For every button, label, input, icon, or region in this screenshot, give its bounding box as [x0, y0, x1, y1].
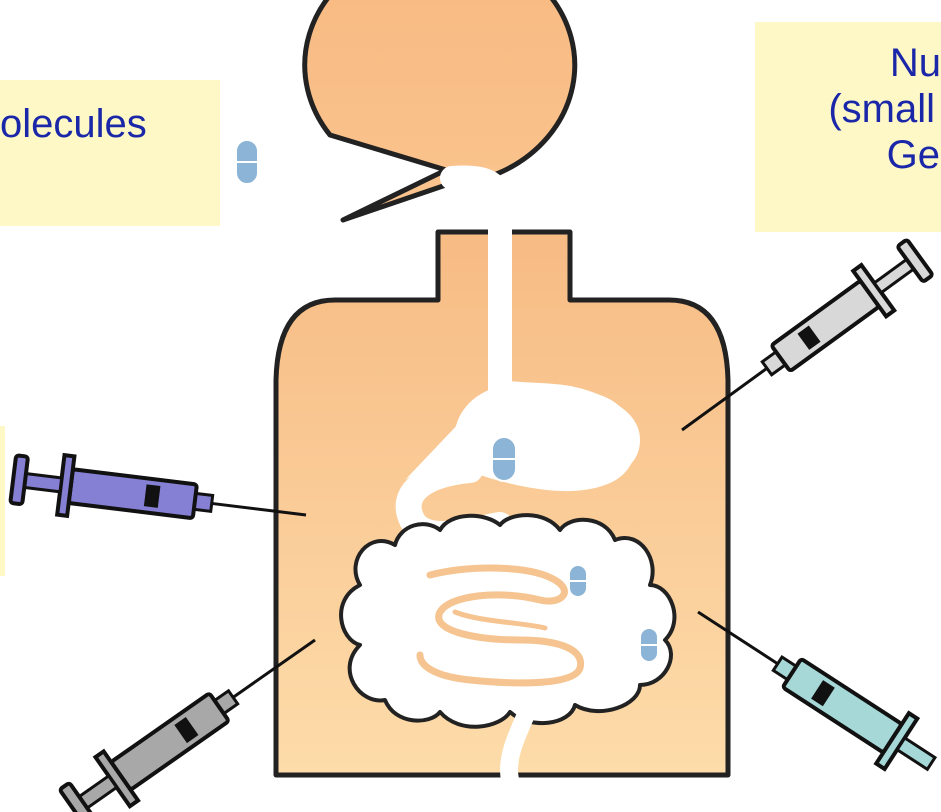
pill-icon — [569, 565, 587, 597]
pill-icon — [236, 140, 258, 184]
pill-icon — [640, 628, 658, 662]
syringe-icon — [10, 449, 310, 545]
head — [305, 0, 575, 220]
pill-icon — [492, 437, 516, 481]
